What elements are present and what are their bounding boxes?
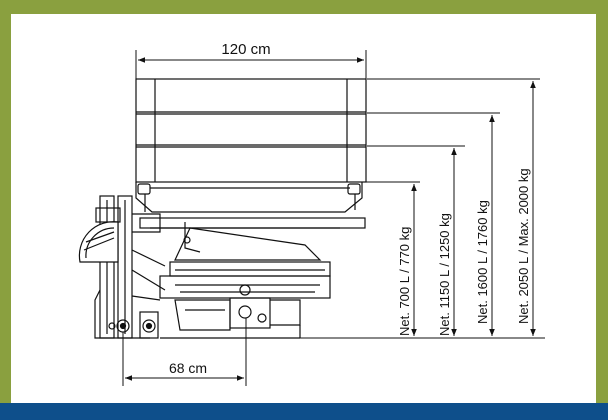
top-width-label: 120 cm [221,41,270,58]
top-width-dimension: 120 cm [135,41,367,82]
hopper [135,78,367,213]
bottom-width-dimension: 68 cm [122,318,247,386]
footer-bar [0,403,608,420]
height-dimensions [300,78,545,339]
front-linkage [78,195,166,339]
height-label-1150: Net. 1150 L / 1250 kg [437,213,452,336]
height-label-700: Net. 700 L / 770 kg [397,227,412,336]
bottom-width-label: 68 cm [169,360,207,376]
spreader-frame [139,217,366,339]
height-label-2050: Net. 2050 L / Max. 2000 kg [516,168,531,324]
height-label-1600: Net. 1600 L / 1760 kg [475,200,490,324]
